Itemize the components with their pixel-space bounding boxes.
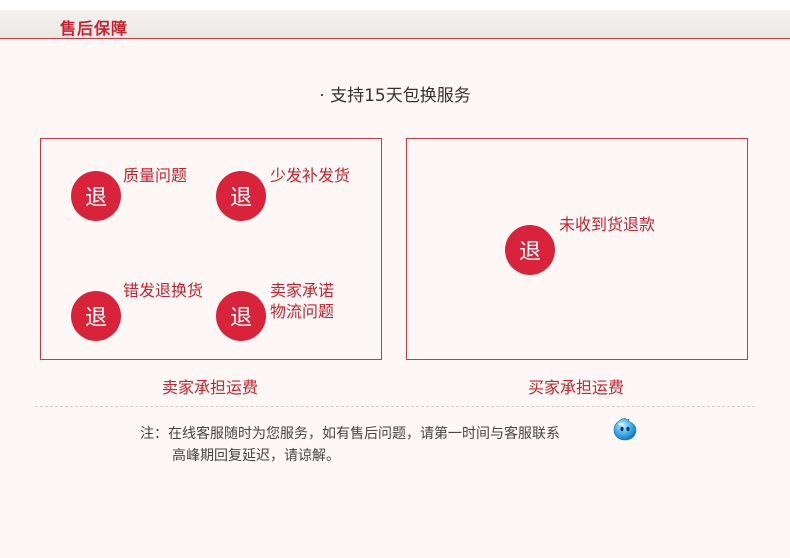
- return-badge: 退: [216, 171, 266, 221]
- return-badge: 退: [71, 291, 121, 341]
- section-header: 售后保障: [0, 10, 790, 39]
- return-badge: 退: [505, 225, 555, 275]
- service-note-line1: 注：在线客服随时为您服务，如有售后问题，请第一时间与客服联系: [140, 426, 560, 442]
- missing-items-label: 少发补发货: [270, 166, 351, 185]
- chat-bubble-icon[interactable]: [612, 416, 638, 442]
- exchange-policy-text: · 支持15天包换服务: [319, 86, 471, 106]
- wrong-item-label: 错发退换货: [123, 281, 204, 300]
- buyer-pays-caption: 买家承担运费: [527, 378, 624, 397]
- divider: [35, 406, 755, 407]
- return-badge: 退: [216, 291, 266, 341]
- return-badge: 退: [71, 171, 121, 221]
- not-received-refund-label: 未收到货退款: [559, 215, 656, 234]
- service-note-line2: 高峰期回复延迟，请谅解。: [172, 448, 340, 464]
- quality-issue-label: 质量问题: [123, 166, 188, 185]
- logistics-promise-label: 卖家承诺 物流问题: [270, 281, 335, 321]
- seller-pays-box: 退 质量问题 退 少发补发货 退 错发退换货 退 卖家承诺 物流问题: [40, 138, 382, 360]
- top-spacer: [0, 0, 790, 10]
- section-title: 售后保障: [60, 19, 129, 38]
- buyer-pays-box: 退 未收到货退款: [406, 138, 748, 360]
- seller-pays-caption: 卖家承担运费: [161, 378, 258, 397]
